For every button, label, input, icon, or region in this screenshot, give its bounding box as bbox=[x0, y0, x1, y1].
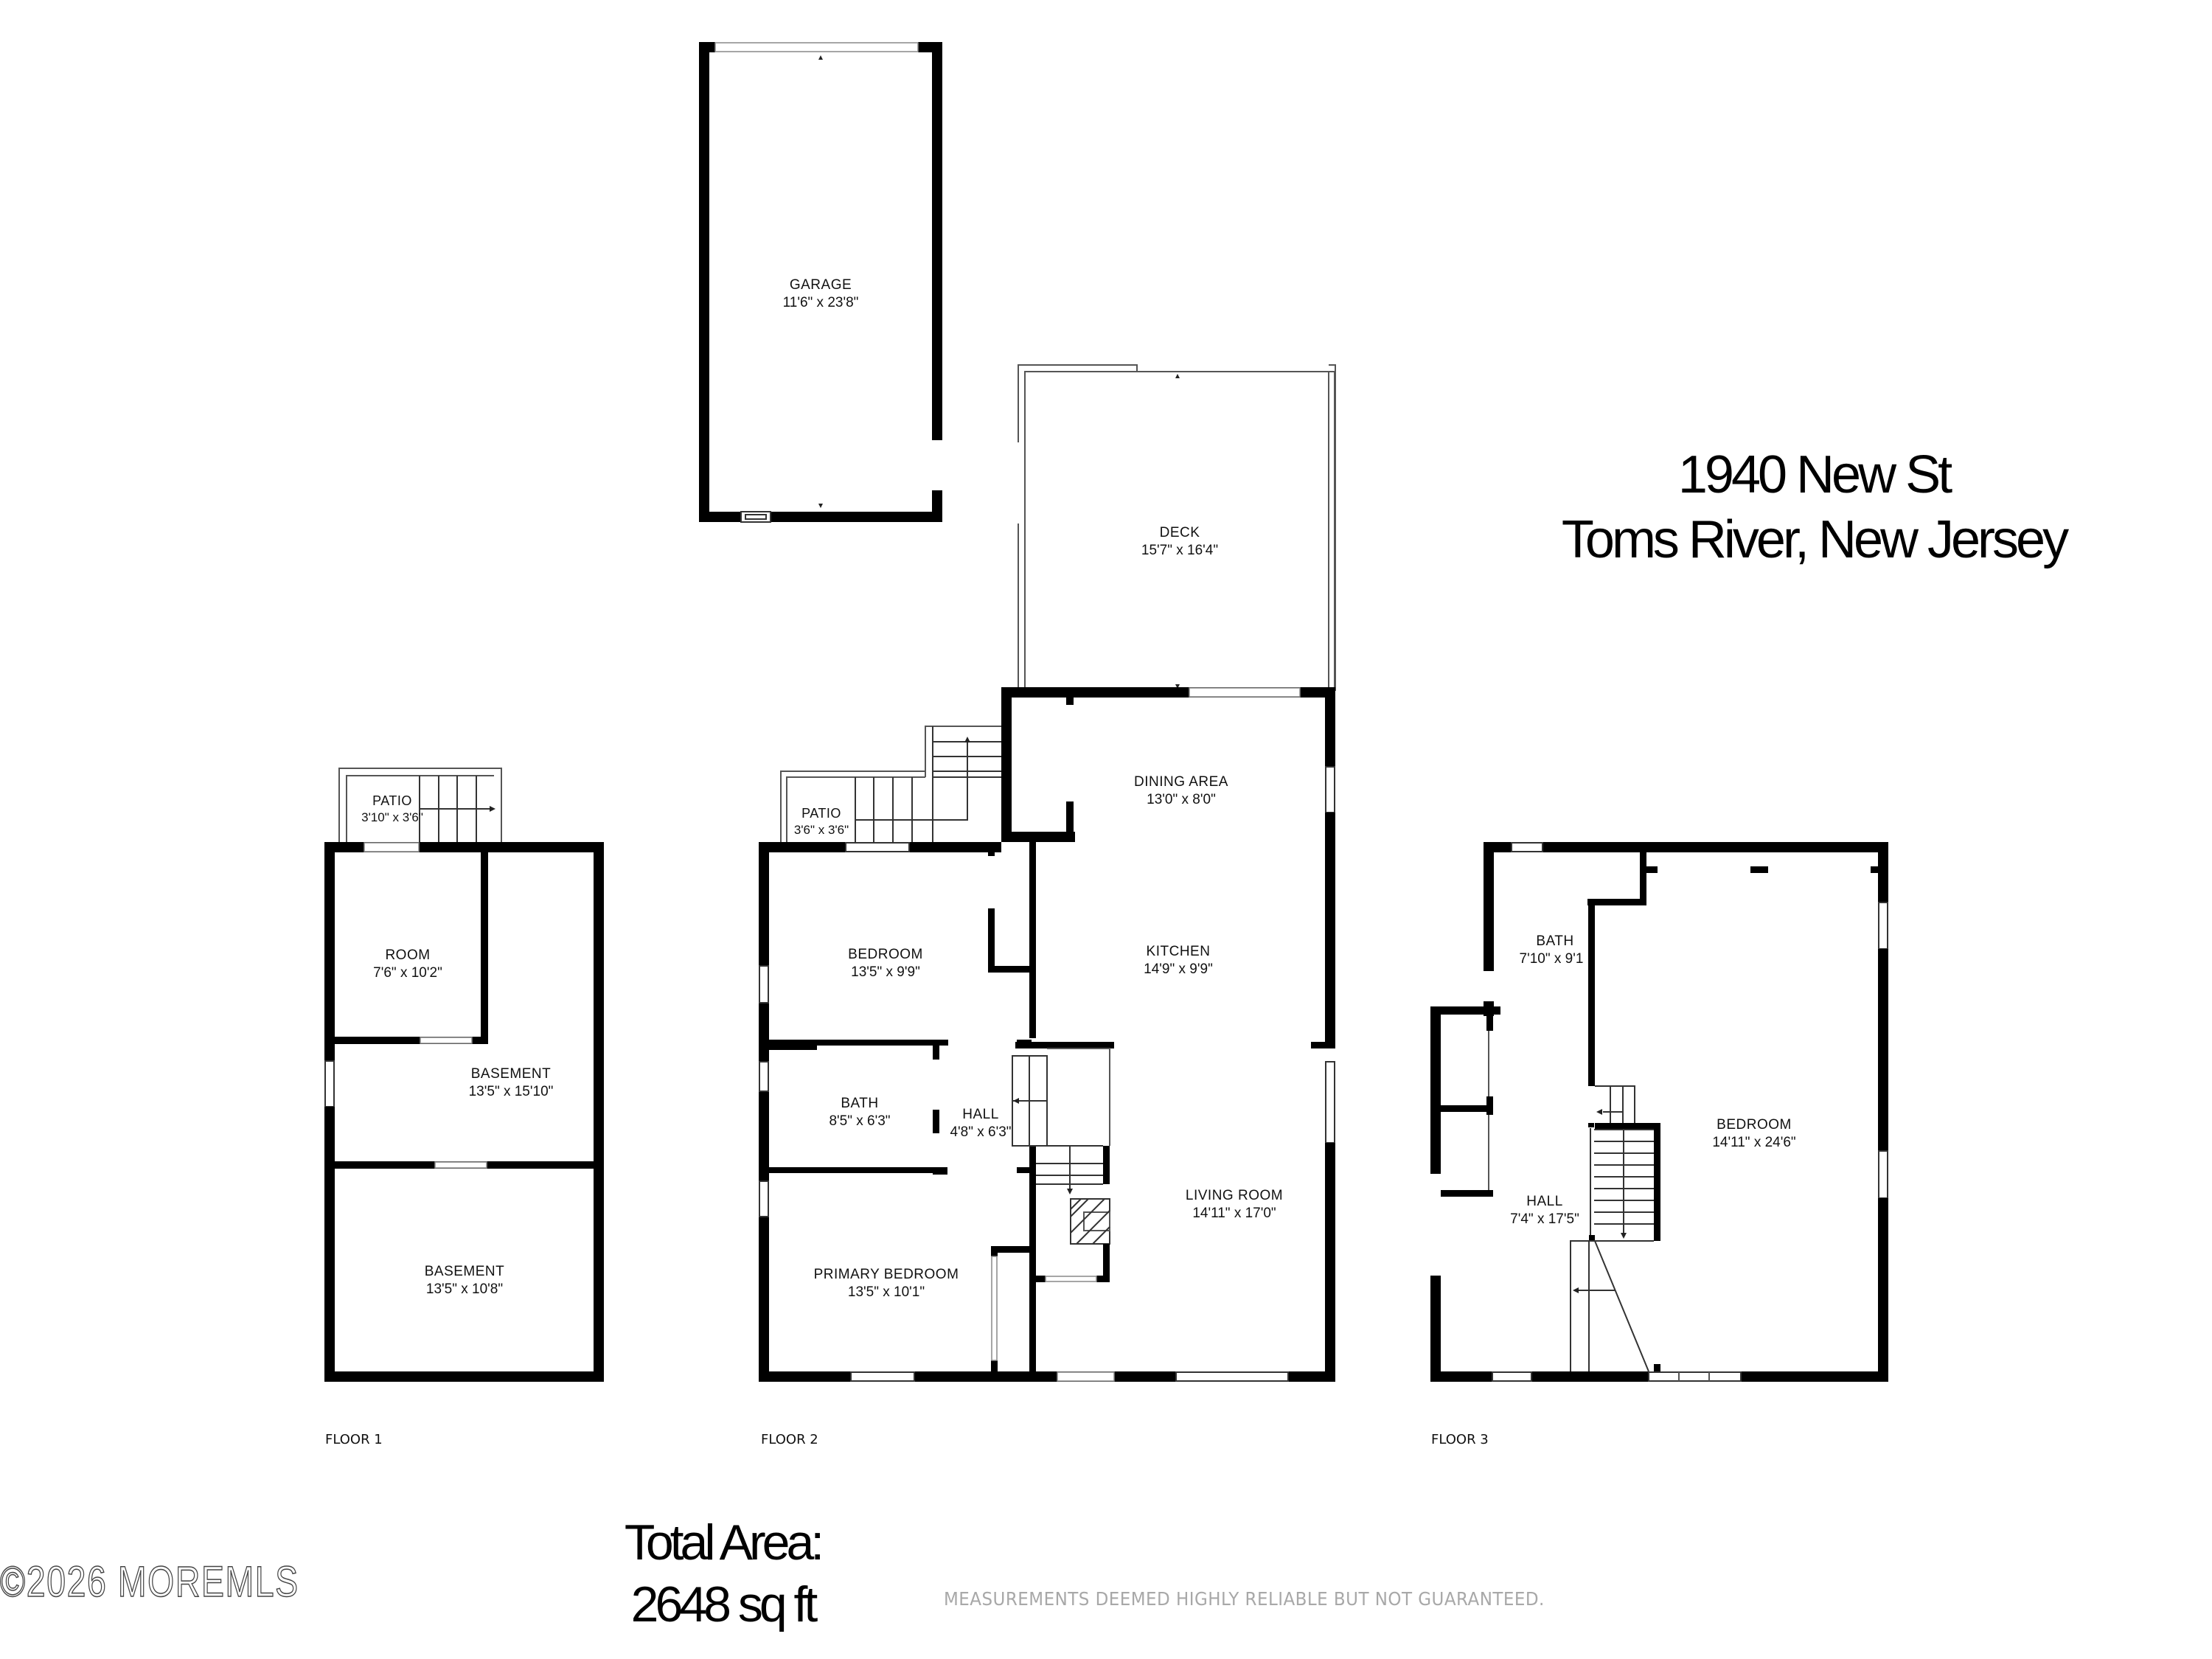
room-name: PATIO bbox=[372, 793, 412, 808]
floor-label: FLOOR 2 bbox=[761, 1432, 818, 1447]
total-area-value: 2648 sq ft bbox=[630, 1576, 818, 1632]
room-name: HALL bbox=[962, 1107, 999, 1122]
room-name: KITCHEN bbox=[1147, 944, 1211, 959]
room-dims: 14'9" x 9'9" bbox=[1144, 961, 1213, 977]
room-dims: 7'6" x 10'2" bbox=[373, 965, 442, 981]
room-dims: 14'11" x 17'0" bbox=[1192, 1206, 1276, 1221]
room-name: GARAGE bbox=[790, 277, 852, 293]
room-dims: 15'7" x 16'4" bbox=[1141, 543, 1218, 558]
room-dims: 13'0" x 8'0" bbox=[1147, 792, 1216, 807]
floor-1: ROOM 7'6" x 10'2" BASEMENT 13'5" x 15'10… bbox=[324, 768, 604, 1447]
room-dims: 3'10" x 3'6" bbox=[361, 810, 423, 824]
room-name: LIVING ROOM bbox=[1186, 1188, 1283, 1203]
address-line-1: 1940 New St bbox=[1677, 445, 1952, 504]
room-name: BASEMENT bbox=[425, 1264, 505, 1279]
room-name: PRIMARY BEDROOM bbox=[814, 1267, 959, 1282]
room-name: BASEMENT bbox=[471, 1066, 552, 1082]
measurement-disclaimer: MEASUREMENTS DEEMED HIGHLY RELIABLE BUT … bbox=[944, 1588, 1545, 1610]
room-dims: 7'4" x 17'5" bbox=[1510, 1211, 1579, 1227]
total-area-label: Total Area: bbox=[624, 1514, 824, 1571]
room-dims: 13'5" x 10'8" bbox=[426, 1281, 503, 1297]
room-dims: 8'5" x 6'3" bbox=[829, 1113, 890, 1129]
address-line-2: Toms River, New Jersey bbox=[1561, 510, 2069, 569]
room-name: PATIO bbox=[801, 806, 841, 821]
floor-3: BATH 7'10" x 9'1 BEDROOM 14'11" x 24'6" … bbox=[1430, 842, 1888, 1447]
room-dims: 14'11" x 24'6" bbox=[1712, 1135, 1795, 1150]
room-name: HALL bbox=[1526, 1194, 1563, 1209]
room-name: BEDROOM bbox=[1717, 1117, 1792, 1133]
room-dims: 13'5" x 10'1" bbox=[848, 1284, 925, 1300]
room-name: BATH bbox=[1536, 933, 1573, 949]
room-dims: 4'8" x 6'3" bbox=[950, 1124, 1011, 1140]
room-name: ROOM bbox=[385, 947, 430, 963]
deck: DECK 15'7" x 16'4" bbox=[1018, 364, 1336, 691]
copyright-watermark: ©2026 MOREMLS bbox=[0, 1557, 299, 1607]
room-dims: 7'10" x 9'1 bbox=[1520, 951, 1584, 967]
garage: GARAGE 11'6" x 23'8" bbox=[699, 42, 942, 523]
floor-label: FLOOR 1 bbox=[325, 1432, 383, 1447]
room-dims: 13'5" x 9'9" bbox=[851, 964, 920, 980]
room-dims: 11'6" x 23'8" bbox=[783, 295, 859, 310]
room-name: BEDROOM bbox=[848, 947, 923, 962]
property-address: 1940 New St Toms River, New Jersey bbox=[1534, 442, 2094, 572]
total-area: Total Area: 2648 sq ft bbox=[575, 1512, 870, 1635]
floor-label: FLOOR 3 bbox=[1431, 1432, 1489, 1447]
room-dims: 13'5" x 15'10" bbox=[469, 1084, 554, 1099]
room-name: DINING AREA bbox=[1134, 774, 1228, 790]
room-name: DECK bbox=[1160, 525, 1200, 540]
room-name: BATH bbox=[841, 1096, 878, 1111]
floor-2: DINING AREA 13'0" x 8'0" BEDROOM 13'5" x… bbox=[759, 687, 1335, 1447]
room-dims: 3'6" x 3'6" bbox=[794, 823, 849, 837]
